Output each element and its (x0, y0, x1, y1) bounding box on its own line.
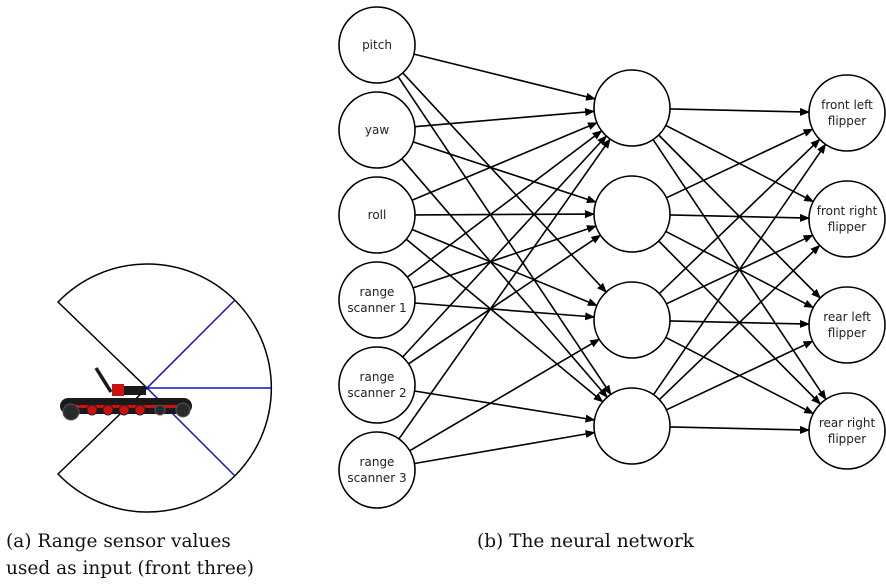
input-node-label: scanner 3 (347, 471, 406, 485)
network-connections (397, 53, 827, 465)
input-hidden-edge (401, 158, 608, 398)
hidden-output-edge (666, 128, 814, 199)
input-node: range scanner 2 (338, 346, 416, 424)
input-node-label: range (360, 455, 395, 469)
output-node: rear right flipper (808, 392, 886, 470)
output-node-label: front right (817, 204, 878, 218)
input-hidden-edge (409, 338, 601, 452)
range-sensor-panel (56, 263, 273, 513)
input-hidden-edge (397, 76, 612, 396)
hidden-node (593, 387, 671, 465)
hidden-node-circle (593, 175, 671, 253)
input-node-label: pitch (362, 38, 392, 52)
input-node-label: scanner 2 (347, 386, 406, 400)
input-node-label: roll (368, 208, 387, 222)
input-node-circle (338, 431, 416, 509)
input-node: roll (338, 176, 416, 254)
sensor-ray (146, 299, 236, 389)
input-node-label: yaw (365, 123, 389, 137)
input-node: pitch (338, 6, 416, 84)
input-node-circle (338, 91, 416, 169)
hidden-node-circle (593, 281, 671, 359)
output-node-circle (808, 392, 886, 470)
input-hidden-edge (402, 135, 607, 358)
hidden-node-circle (593, 387, 671, 465)
output-node-label: flipper (828, 114, 867, 128)
hidden-node (593, 69, 671, 147)
hidden-output-edge (669, 425, 810, 434)
robot-icon (60, 367, 192, 421)
output-node-circle (808, 286, 886, 364)
input-hidden-edge (414, 430, 596, 465)
input-node-label: scanner 1 (347, 301, 406, 315)
hidden-output-edge (669, 107, 810, 116)
input-hidden-edge (414, 302, 596, 321)
hidden-output-edge (652, 143, 827, 396)
caption-a-line1: (a) Range sensor values (6, 531, 231, 552)
output-node: rear left flipper (808, 286, 886, 364)
input-hidden-edge (405, 238, 604, 403)
input-hidden-edge (402, 72, 607, 293)
input-hidden-edge (412, 225, 597, 289)
hidden-node-circle (593, 69, 671, 147)
output-node-circle (808, 180, 886, 258)
output-node-label: flipper (828, 220, 867, 234)
output-node-label: flipper (828, 326, 867, 340)
output-node-circle (808, 74, 886, 152)
input-node-circle (338, 6, 416, 84)
input-hidden-edge (414, 390, 596, 423)
hidden-output-edge (666, 340, 814, 411)
output-node: front right flipper (808, 180, 886, 258)
input-node-label: range (360, 370, 395, 384)
input-node: range scanner 3 (338, 431, 416, 509)
hidden-node (593, 175, 671, 253)
network-nodes: pitch yaw roll range scanner 1 range scanner 2… (338, 6, 886, 509)
input-hidden-edge (414, 210, 595, 219)
output-node-label: front left (821, 98, 873, 112)
caption-b: (b) The neural network (477, 531, 695, 552)
input-hidden-edge (414, 108, 596, 128)
input-hidden-edge (406, 130, 603, 278)
caption-a-line2: used as input (front three) (6, 558, 254, 579)
input-node-label: range (360, 285, 395, 299)
input-hidden-edge (398, 138, 611, 440)
input-hidden-edge (408, 234, 602, 365)
input-node-circle (338, 261, 416, 339)
input-node-circle (338, 176, 416, 254)
input-hidden-edge (411, 228, 598, 307)
output-node-label: rear right (819, 416, 876, 430)
input-hidden-edge (412, 141, 597, 204)
hidden-output-edge (658, 244, 821, 401)
input-node: yaw (338, 91, 416, 169)
input-hidden-edge (411, 121, 598, 202)
input-node-circle (338, 346, 416, 424)
input-hidden-edge (413, 53, 597, 101)
output-node: front left flipper (808, 74, 886, 152)
input-node: range scanner 1 (338, 261, 416, 339)
output-node-label: rear left (823, 310, 871, 324)
hidden-node (593, 281, 671, 359)
output-node-label: flipper (828, 432, 867, 446)
hidden-output-edge (658, 138, 821, 295)
